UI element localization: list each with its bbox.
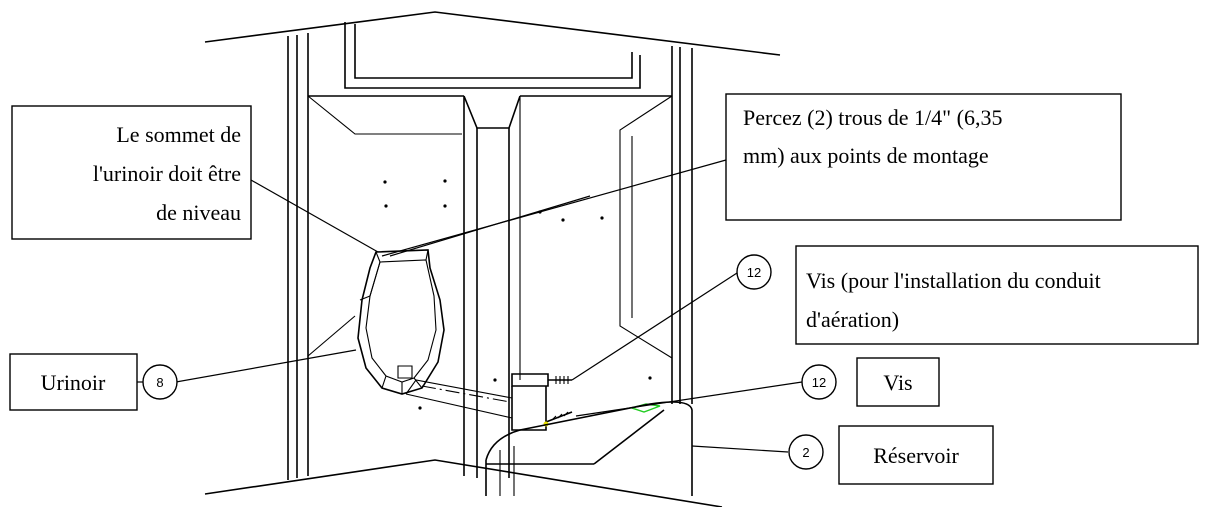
left-wall — [287, 33, 309, 480]
mounting-dots — [383, 179, 652, 410]
leader-lines — [137, 159, 803, 453]
drill-label-line-1: Percez (2) trous de 1/4" (6,35 — [743, 105, 1002, 130]
balloon-screws-number: 12 — [812, 375, 826, 390]
summit-label-line-1: Le sommet de — [116, 122, 241, 147]
reservoir-label: Réservoir — [873, 443, 959, 468]
urinal-callout: Urinoir 8 — [9, 353, 178, 411]
vent-screws-label-line-2: d'aération) — [806, 307, 899, 332]
balloon-urinal — [142, 364, 178, 400]
balloon-screws-vent — [736, 254, 772, 290]
floor-line — [204, 459, 723, 508]
balloon-reservoir-number: 2 — [802, 445, 809, 460]
summit-label-line-3: de niveau — [156, 200, 241, 225]
reservoir-drawing — [485, 401, 693, 496]
right-wall — [671, 46, 693, 404]
top-window — [344, 22, 641, 89]
drain-pipe — [405, 379, 513, 419]
balloon-reservoir — [788, 434, 824, 470]
roof-line — [204, 11, 781, 56]
vent-screws-callout: Vis (pour l'installation du conduit d'aé… — [736, 245, 1199, 345]
balloon-screws — [801, 364, 837, 400]
drill-label-box: Percez (2) trous de 1/4" (6,35 mm) aux p… — [725, 93, 1122, 221]
drill-label-line-2: mm) aux points de montage — [743, 143, 989, 168]
urinal-label: Urinoir — [41, 370, 106, 395]
balloon-urinal-number: 8 — [156, 375, 163, 390]
balloon-screws-vent-number: 12 — [747, 265, 761, 280]
summit-label-line-2: l'urinoir doit être — [93, 161, 241, 186]
vent-screws-label-line-1: Vis (pour l'installation du conduit — [806, 268, 1101, 293]
screws-label: Vis — [883, 370, 912, 395]
right-panel — [519, 95, 673, 380]
center-column — [463, 95, 521, 478]
summit-label-box: Le sommet de l'urinoir doit être de nive… — [11, 105, 252, 240]
urinal-drawing — [357, 249, 445, 395]
left-panel — [307, 95, 465, 476]
screws-callout: Vis 12 — [801, 357, 940, 407]
reservoir-callout: Réservoir 2 — [788, 425, 994, 485]
vent-box — [511, 373, 573, 431]
